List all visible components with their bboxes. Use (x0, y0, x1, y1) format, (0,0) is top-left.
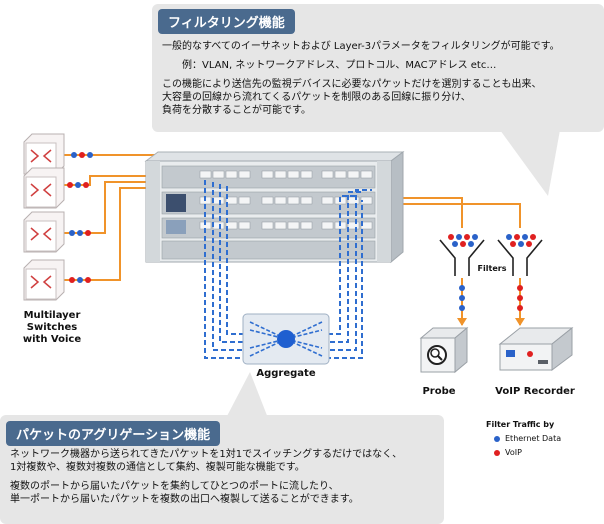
aggregation-text-3: 複数のポートから届いたパケットを集約してひとつのポートに流したり、 (10, 481, 339, 492)
filtering-callout: フィルタリング機能 一般的なすべてのイーサネットおよび Layer-3パラメータ… (152, 4, 604, 132)
aggregate-link-2 (212, 182, 248, 351)
aggregate-link-4 (226, 186, 250, 335)
switches-label-line1: Multilayer Switches (23, 310, 81, 333)
filtering-text-3: この機能により送信先の監視デバイスに必要なパケットだけを選別することも出来、 (162, 79, 542, 90)
filtering-text-1: 一般的なすべてのイーサネットおよび Layer-3パラメータをフィルタリングが可… (162, 41, 560, 52)
aggregation-title: パケットのアグリゲーション機能 (6, 421, 221, 446)
aggregate-link-1 (204, 180, 252, 359)
aggregate-label: Aggregate (256, 368, 316, 379)
filtering-title: フィルタリング機能 (158, 9, 295, 34)
legend-ethernet: Ethernet Data (494, 434, 561, 443)
switch-icon (23, 167, 65, 209)
aggregation-text-2: 1対複数や、複数対複数の通信として集約、複製可能な機能です。 (10, 462, 305, 473)
aggregate-box (242, 313, 330, 365)
legend-title: Filter Traffic by (486, 420, 555, 429)
filtering-text-5: 負荷を分散することが可能です。 (162, 105, 311, 116)
voip-recorder-device (498, 326, 574, 371)
aggregate-node (277, 330, 295, 348)
aggregation-text-1: ネットワーク機器から送られてきたパケットを1対1でスイッチングするだけではなく、 (10, 449, 403, 460)
switch-icon (23, 259, 65, 301)
aggregate-out-4 (318, 200, 363, 359)
filters-label: Filters (477, 264, 507, 273)
probe-device (419, 326, 469, 374)
aggregation-text-4: 単一ポートから届いたパケットを複数の出口へ複製して送ることができます。 (10, 494, 359, 505)
filtering-callout-pointer (500, 130, 560, 196)
aggregate-out-1 (320, 195, 356, 335)
voip-recorder-label: VoIP Recorder (495, 386, 575, 397)
switch-traffic-dots (67, 152, 93, 283)
aggregation-callout-pointer (226, 372, 268, 418)
aggregation-callout: パケットのアグリゲーション機能 ネットワーク機器から送られてきたパケットを1対1… (0, 415, 444, 524)
switch-icon (23, 211, 65, 253)
voip-dot-icon (494, 449, 500, 456)
filter-recorder (497, 234, 543, 326)
network-chassis (144, 151, 405, 264)
switches-label: Multilayer Switches with Voice (2, 310, 102, 346)
legend-voip: VoIP (494, 448, 522, 457)
ethernet-dot-icon (494, 435, 500, 442)
filter-probe (439, 234, 485, 326)
aggregate-out-3 (322, 189, 372, 351)
legend-ethernet-label: Ethernet Data (505, 434, 562, 443)
filtering-text-2: 例：VLAN, ネットワークアドレス、プロトコル、MACアドレス etc… (182, 60, 497, 71)
filtering-text-4: 大容量の回線から流れてくるパケットを制限のある回線に振り分け、 (162, 92, 471, 103)
legend-voip-label: VoIP (505, 448, 522, 457)
probe-label: Probe (422, 386, 456, 397)
multilayer-switches (23, 133, 65, 301)
aggregate-link-3 (219, 184, 246, 343)
switches-label-line2: with Voice (22, 334, 82, 345)
